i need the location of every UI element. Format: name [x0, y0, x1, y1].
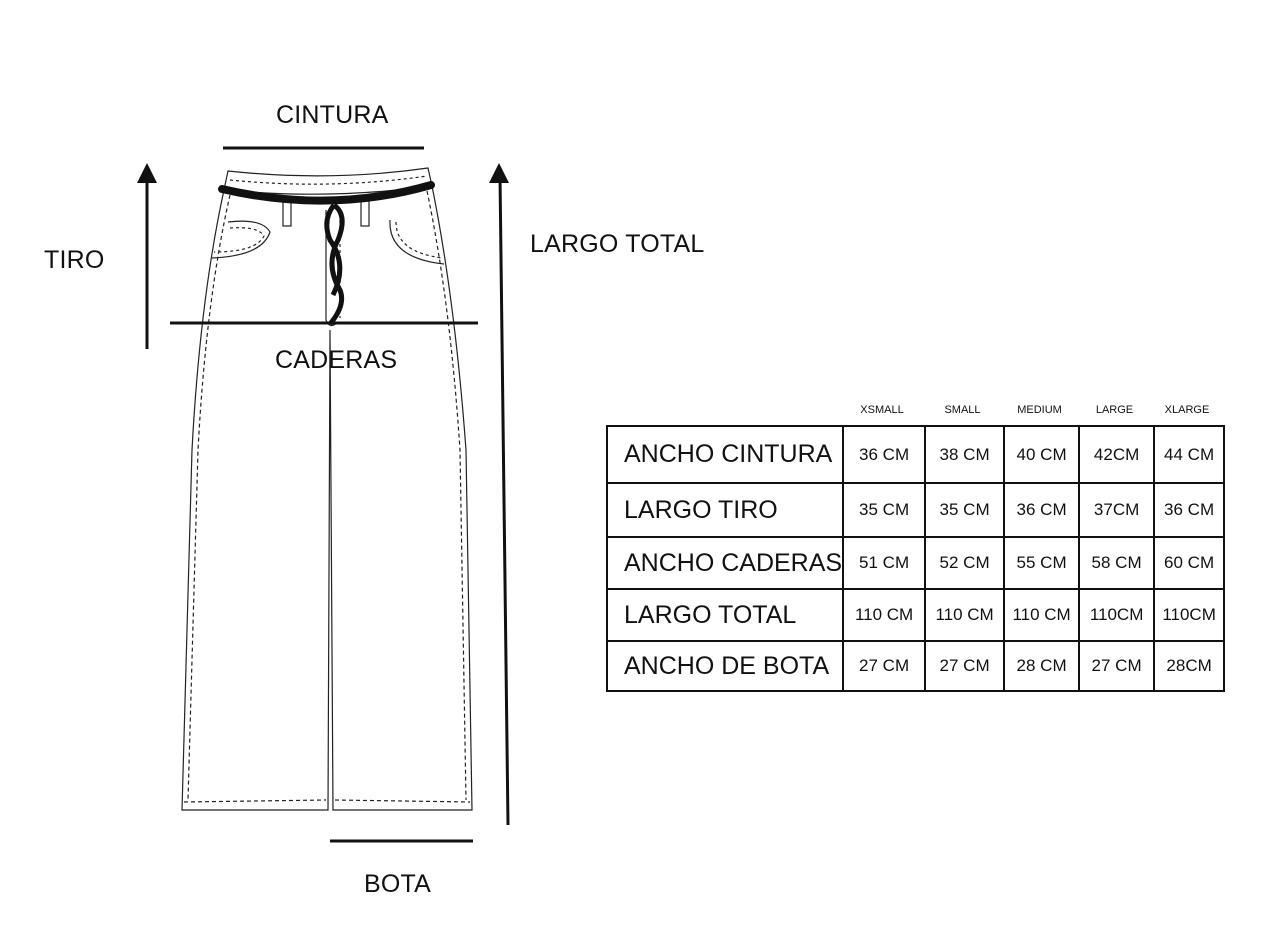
cell-value: 110CM	[1153, 588, 1226, 642]
table-row: ANCHO CINTURA 36 CM 38 CM 40 CM 42CM 44 …	[605, 425, 1226, 484]
cell-value: 58 CM	[1078, 536, 1156, 590]
pants-outline	[181, 185, 473, 811]
size-chart-table: ANCHO CINTURA 36 CM 38 CM 40 CM 42CM 44 …	[605, 425, 1226, 692]
cell-value: 110 CM	[842, 588, 927, 642]
cell-value: 110CM	[1078, 588, 1156, 642]
size-header-xsmall: XSMALL	[860, 404, 904, 416]
cell-value: 27 CM	[842, 640, 927, 692]
tiro-arrow-head	[137, 163, 157, 183]
cell-value: 28 CM	[1003, 640, 1081, 692]
left-pocket	[211, 220, 271, 259]
cell-value: 36 CM	[1153, 482, 1226, 538]
row-label: ANCHO DE BOTA	[605, 640, 845, 692]
caderas-label: CADERAS	[275, 346, 398, 374]
cell-value: 40 CM	[1003, 425, 1081, 484]
cell-value: 27 CM	[1078, 640, 1156, 692]
cell-value: 60 CM	[1153, 536, 1226, 590]
size-header-medium: MEDIUM	[1017, 404, 1062, 416]
cell-value: 110 CM	[924, 588, 1006, 642]
cell-value: 55 CM	[1003, 536, 1081, 590]
bota-label: BOTA	[364, 870, 432, 898]
cell-value: 28CM	[1153, 640, 1226, 692]
largo-total-label: LARGO TOTAL	[530, 230, 705, 258]
largo-total-arrow-line	[498, 175, 510, 826]
cell-value: 110 CM	[1003, 588, 1081, 642]
row-label: LARGO TOTAL	[605, 588, 845, 642]
cintura-label: CINTURA	[276, 101, 389, 129]
cell-value: 42CM	[1078, 425, 1156, 484]
row-label: ANCHO CADERAS	[605, 536, 845, 590]
cell-value: 44 CM	[1153, 425, 1226, 484]
largo-total-arrow-head	[489, 163, 509, 183]
cell-value: 36 CM	[1003, 482, 1081, 538]
size-header-small: SMALL	[944, 404, 981, 416]
size-header-large: LARGE	[1095, 404, 1134, 416]
cell-value: 27 CM	[924, 640, 1006, 692]
cell-value: 52 CM	[924, 536, 1006, 590]
cell-value: 35 CM	[924, 482, 1006, 538]
cell-value: 35 CM	[842, 482, 927, 538]
table-row: LARGO TOTAL 110 CM 110 CM 110 CM 110CM 1…	[605, 588, 1226, 642]
table-row: ANCHO DE BOTA 27 CM 27 CM 28 CM 27 CM 28…	[605, 640, 1226, 692]
table-row: ANCHO CADERAS 51 CM 52 CM 55 CM 58 CM 60…	[605, 536, 1226, 590]
table-row: LARGO TIRO 35 CM 35 CM 36 CM 37CM 36 CM	[605, 482, 1226, 538]
cell-value: 38 CM	[924, 425, 1006, 484]
cell-value: 36 CM	[842, 425, 927, 484]
drawstring	[328, 202, 345, 326]
cell-value: 51 CM	[842, 536, 927, 590]
row-label: LARGO TIRO	[605, 482, 845, 538]
row-label: ANCHO CINTURA	[605, 425, 845, 484]
right-pocket	[389, 219, 445, 265]
cell-value: 37CM	[1078, 482, 1156, 538]
tiro-label: TIRO	[44, 246, 105, 274]
waist-belt-line	[218, 181, 435, 205]
size-header-xlarge: XLARGE	[1164, 404, 1210, 416]
